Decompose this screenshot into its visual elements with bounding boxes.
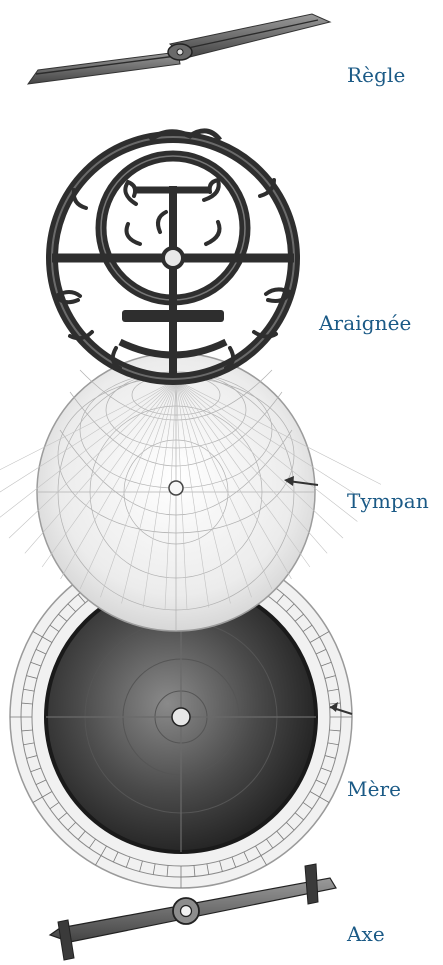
regle-ruler bbox=[28, 14, 330, 84]
araignee-rete bbox=[52, 131, 294, 379]
tympan-plate bbox=[0, 353, 381, 631]
label-regle: Règle bbox=[347, 65, 405, 85]
label-araignee: Araignée bbox=[319, 313, 411, 333]
label-tympan: Tympan bbox=[347, 491, 429, 511]
label-mere: Mère bbox=[347, 779, 401, 799]
label-axe: Axe bbox=[347, 924, 385, 944]
